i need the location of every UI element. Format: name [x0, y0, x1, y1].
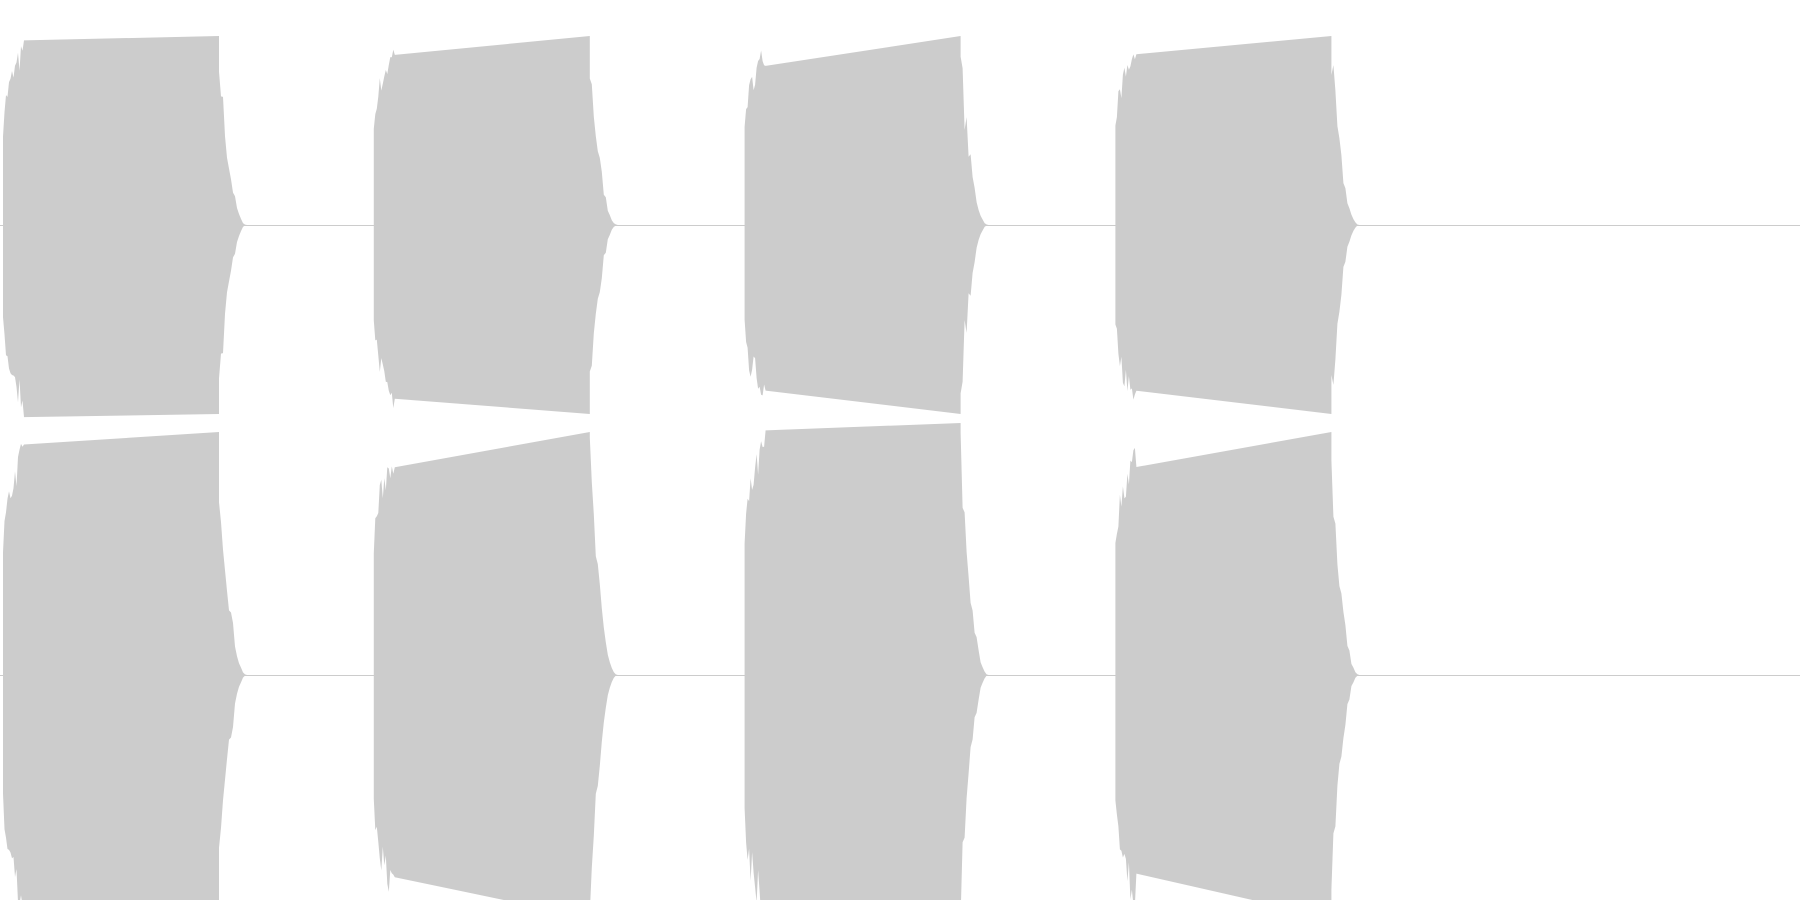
- audio-burst-1: [3, 36, 247, 418]
- channel-2-waveform: [0, 423, 1800, 900]
- audio-burst-3: [744, 423, 989, 900]
- audio-burst-2: [373, 36, 618, 414]
- audio-burst-2: [373, 432, 618, 900]
- audio-burst-3: [744, 36, 989, 414]
- audio-burst-1: [3, 432, 247, 900]
- audio-burst-4: [1115, 432, 1360, 900]
- channel-1-waveform: [0, 36, 1800, 418]
- audio-burst-4: [1115, 36, 1360, 414]
